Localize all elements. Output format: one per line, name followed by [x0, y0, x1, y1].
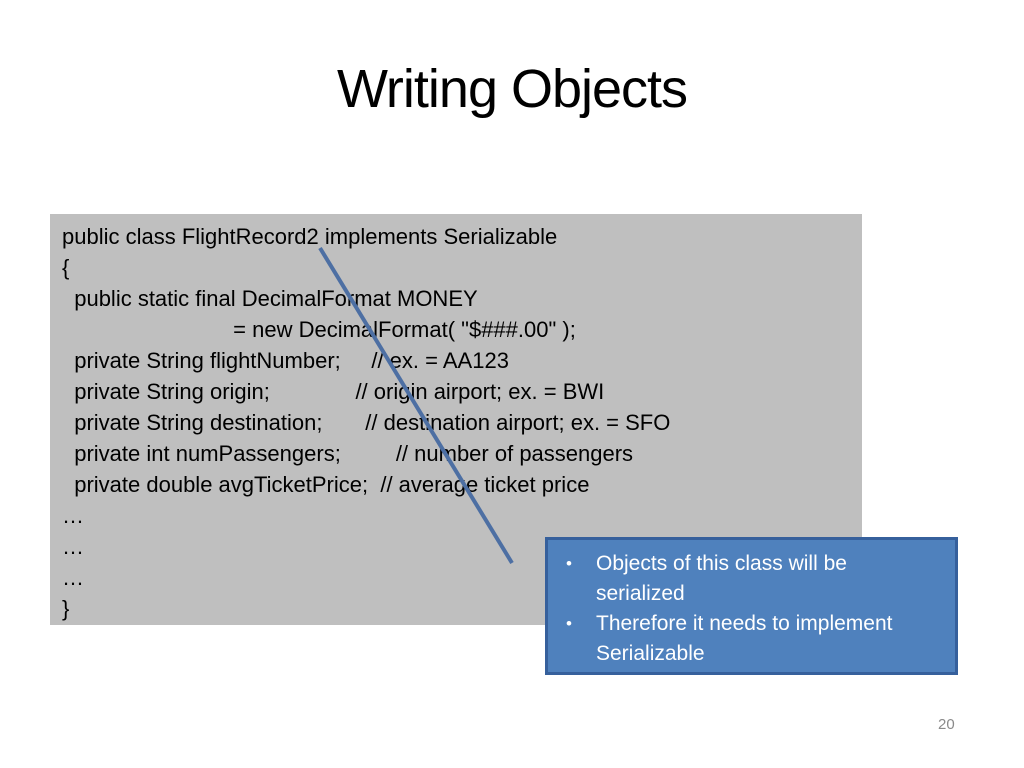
code-line: private int numPassengers; // number of …: [62, 441, 634, 466]
bullet-icon: •: [566, 614, 572, 633]
code-line: private String flightNumber; // ex. = AA…: [62, 348, 509, 373]
code-line: private String origin; // origin airport…: [62, 379, 605, 404]
code-line: {: [62, 255, 70, 280]
code-line: private String destination; // destinati…: [62, 410, 671, 435]
page-number: 20: [938, 716, 955, 733]
bullet-icon: •: [566, 554, 572, 573]
code-line: public static final DecimalFormat MONEY: [62, 286, 478, 311]
bullet-text: Objects of this class will be serialized: [596, 552, 847, 605]
code-line: …: [62, 565, 84, 590]
code-line: public class FlightRecord2 implements Se…: [62, 224, 558, 249]
code-line: }: [62, 596, 70, 621]
code-line: …: [62, 503, 84, 528]
callout-box: • Objects of this class will be serializ…: [545, 537, 958, 675]
slide-title: Writing Objects: [336, 59, 688, 119]
code-line: private double avgTicketPrice; // averag…: [62, 472, 590, 497]
bullet-text: Therefore it needs to implement Serializ…: [596, 612, 893, 665]
code-line: = new DecimalFormat( "$###.00" );: [62, 317, 576, 342]
bullet-item: • Objects of this class will be serializ…: [566, 549, 941, 609]
bullet-item: • Therefore it needs to implement Serial…: [566, 609, 941, 669]
code-line: …: [62, 534, 84, 559]
